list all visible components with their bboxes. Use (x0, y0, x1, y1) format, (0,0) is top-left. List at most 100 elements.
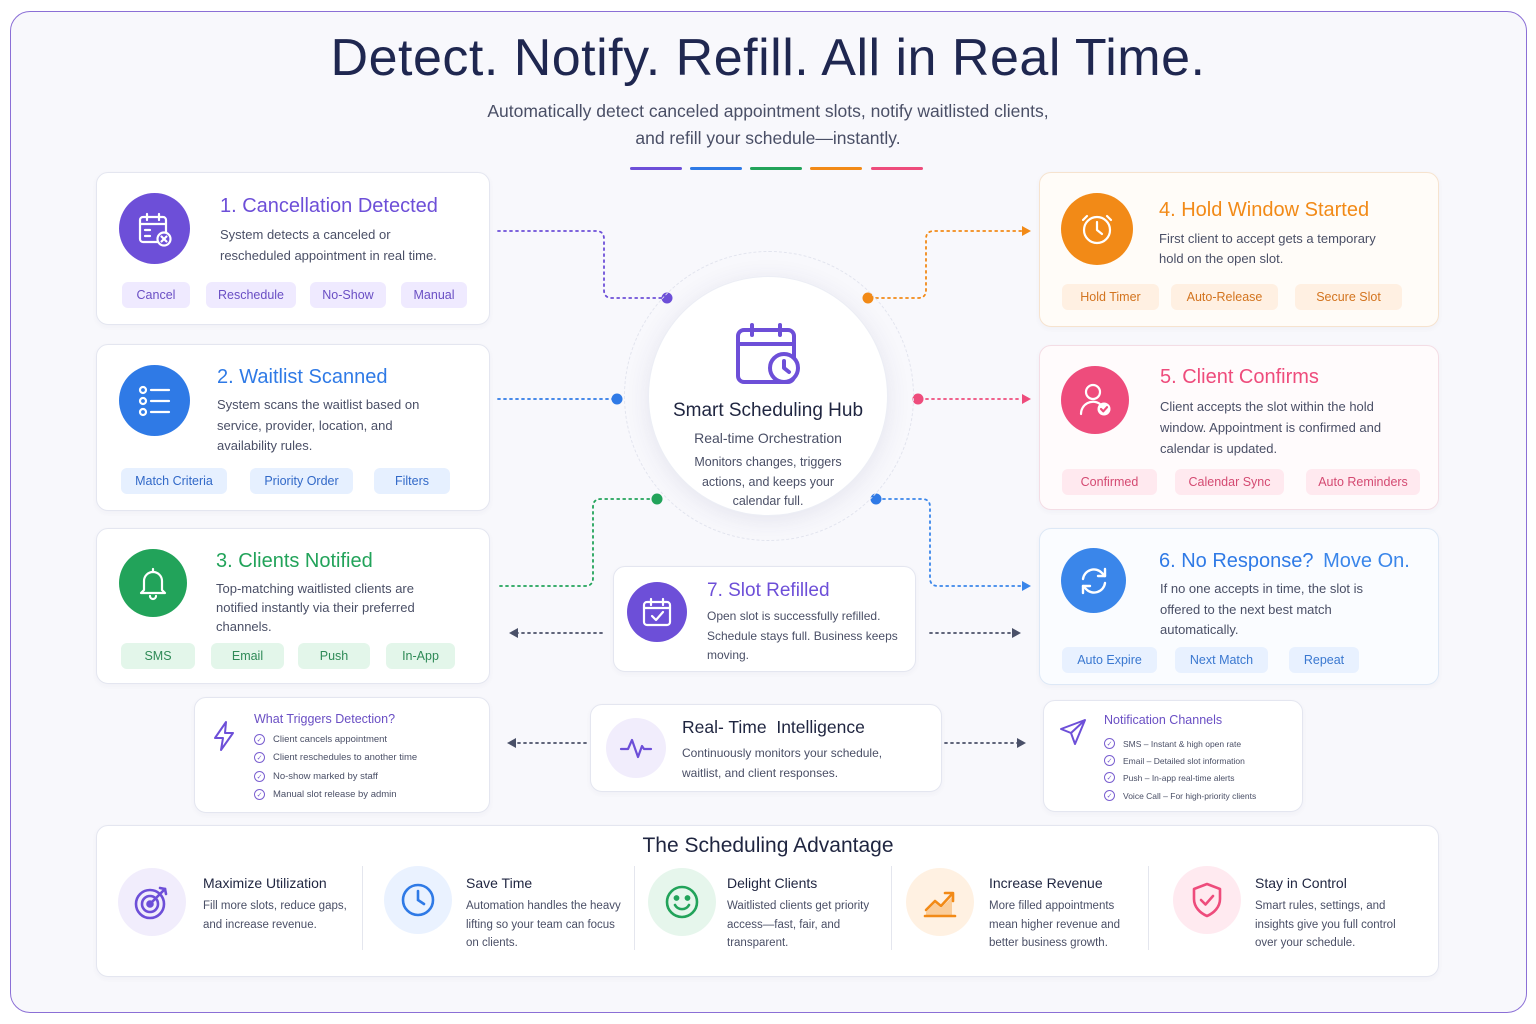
step-title: 5. Client Confirms (1160, 366, 1319, 388)
subtitle-line-1: Automatically detect canceled appointmen… (487, 101, 1049, 121)
step-desc: Client accepts the slot within the hold … (1160, 399, 1382, 456)
shield-check-icon (1173, 866, 1241, 934)
subtitle-line-2: and refill your schedule—instantly. (635, 128, 901, 148)
bell-icon (119, 549, 187, 617)
hub-outer-ring (624, 251, 914, 541)
advantage-separator (891, 866, 892, 950)
tag-chip: Hold Timer (1062, 284, 1159, 310)
check-icon: ✓ (254, 789, 265, 800)
check-icon: ✓ (1104, 738, 1115, 749)
advantage-item-title: Increase Revenue (989, 875, 1103, 891)
connector-step6 (876, 498, 1023, 587)
smile-icon (648, 868, 716, 936)
step-desc: If no one accepts in time, the slot is o… (1160, 581, 1364, 637)
advantage-title: The Scheduling Advantage (642, 834, 894, 857)
send-icon (1058, 717, 1088, 747)
advantage-item-title: Save Time (466, 875, 533, 891)
lightning-icon (211, 720, 237, 752)
connector-step3 (499, 498, 656, 587)
advantage-item-desc: More filled appointments mean higher rev… (989, 900, 1121, 949)
step-desc: Top-matching waitlisted clients are noti… (216, 581, 415, 634)
advantage-item-title: Stay in Control (1255, 875, 1347, 891)
clock-icon (384, 866, 452, 934)
check-icon: ✓ (1104, 772, 1115, 783)
check-icon: ✓ (254, 734, 265, 745)
step-desc: Open slot is successfully refilled. Sche… (707, 609, 898, 662)
tag-chip: Confirmed (1062, 469, 1157, 495)
check-icon: ✓ (1104, 755, 1115, 766)
triggers-title: What Triggers Detection? (254, 712, 396, 726)
calendar-check-icon (627, 582, 687, 642)
tag-chip: Auto Reminders (1306, 469, 1420, 495)
advantage-item-desc: Automation handles the heavy lifting so … (466, 900, 621, 949)
tag-chip: Cancel (122, 282, 190, 308)
tag-chip: Match Criteria (121, 468, 227, 494)
smart-scheduling-hub (648, 276, 888, 516)
advantage-item-title: Delight Clients (727, 875, 818, 891)
divider-blue (690, 167, 742, 170)
step-title: 4. Hold Window Started (1159, 199, 1370, 221)
step-desc: First client to accept gets a temporary … (1159, 231, 1376, 266)
step-title: 7. Slot Refilled (707, 580, 830, 601)
channels-title: Notification Channels (1104, 713, 1223, 727)
tag-chip: Auto-Release (1171, 284, 1278, 310)
advantage-item-desc: Smart rules, settings, and insights give… (1255, 900, 1396, 949)
advantage-separator (1148, 866, 1149, 950)
step-desc: System scans the waitlist based on servi… (217, 397, 420, 453)
tag-chip: Secure Slot (1295, 284, 1402, 310)
calendar-clock-icon (734, 322, 802, 386)
check-icon: ✓ (254, 752, 265, 763)
tag-chip: Email (211, 643, 284, 669)
advantage-separator (362, 866, 363, 950)
intelligence-title: Real- Time Intelligence (682, 717, 865, 737)
channel-item: ✓Voice Call – For high-priority clients (1104, 790, 1256, 801)
hub-title: Smart Scheduling Hub (672, 400, 864, 421)
tag-chip: In-App (386, 643, 455, 669)
step-title-part-b: Move On. (1323, 550, 1410, 572)
advantage-item-desc: Fill more slots, reduce gaps, and increa… (203, 900, 347, 931)
tag-chip: Push (298, 643, 370, 669)
step-title: 1. Cancellation Detected (220, 195, 438, 217)
pulse-icon (606, 718, 666, 778)
advantage-item-title: Maximize Utilization (203, 875, 327, 891)
refresh-icon (1061, 548, 1126, 613)
divider-pink (871, 167, 923, 170)
advantage-item-desc: Waitlisted clients get priority access—f… (727, 900, 870, 949)
clock-icon (1061, 193, 1133, 265)
tag-chip: Next Match (1175, 647, 1268, 673)
trigger-item: ✓Client reschedules to another time (254, 752, 417, 763)
tag-chip: Reschedule (206, 282, 296, 308)
hub-desc: Monitors changes, triggers actions, and … (694, 455, 842, 508)
step-title: 2. Waitlist Scanned (217, 366, 388, 388)
tag-chip: Manual (401, 282, 467, 308)
divider-orange (810, 167, 862, 170)
step-title-part-a: 6. No Response? (1159, 550, 1314, 572)
user-check-icon (1061, 366, 1129, 434)
channel-item: ✓Push – In-app real-time alerts (1104, 772, 1235, 783)
channel-item: ✓SMS – Instant & high open rate (1104, 738, 1241, 749)
check-icon: ✓ (254, 771, 265, 782)
list-icon (119, 365, 190, 436)
channels-card (1043, 700, 1303, 812)
step-desc: System detects a canceled or rescheduled… (220, 227, 437, 263)
target-icon (118, 868, 186, 936)
tag-chip: SMS (121, 643, 195, 669)
check-icon: ✓ (1104, 790, 1115, 801)
tag-chip: Priority Order (250, 468, 353, 494)
page-title: Detect. Notify. Refill. All in Real Time… (330, 29, 1206, 87)
trigger-item: ✓No-show marked by staff (254, 771, 378, 782)
connector-step4 (869, 230, 1023, 299)
triggers-card (194, 697, 490, 813)
step-title: 6. No Response? Move On. (1159, 550, 1410, 573)
hub-subtitle: Real-time Orchestration (694, 430, 842, 446)
trigger-item: ✓Manual slot release by admin (254, 789, 397, 800)
divider-green (750, 167, 802, 170)
connector-step1 (497, 230, 666, 299)
trending-up-icon (906, 868, 974, 936)
tag-chip: No-Show (310, 282, 386, 308)
page-subtitle: Automatically detect canceled appointmen… (418, 98, 1118, 152)
trigger-item: ✓Client cancels appointment (254, 734, 387, 745)
advantage-separator (634, 866, 635, 950)
intelligence-desc: Continuously monitors your schedule, wai… (682, 746, 883, 780)
channel-item: ✓Email – Detailed slot information (1104, 755, 1245, 766)
